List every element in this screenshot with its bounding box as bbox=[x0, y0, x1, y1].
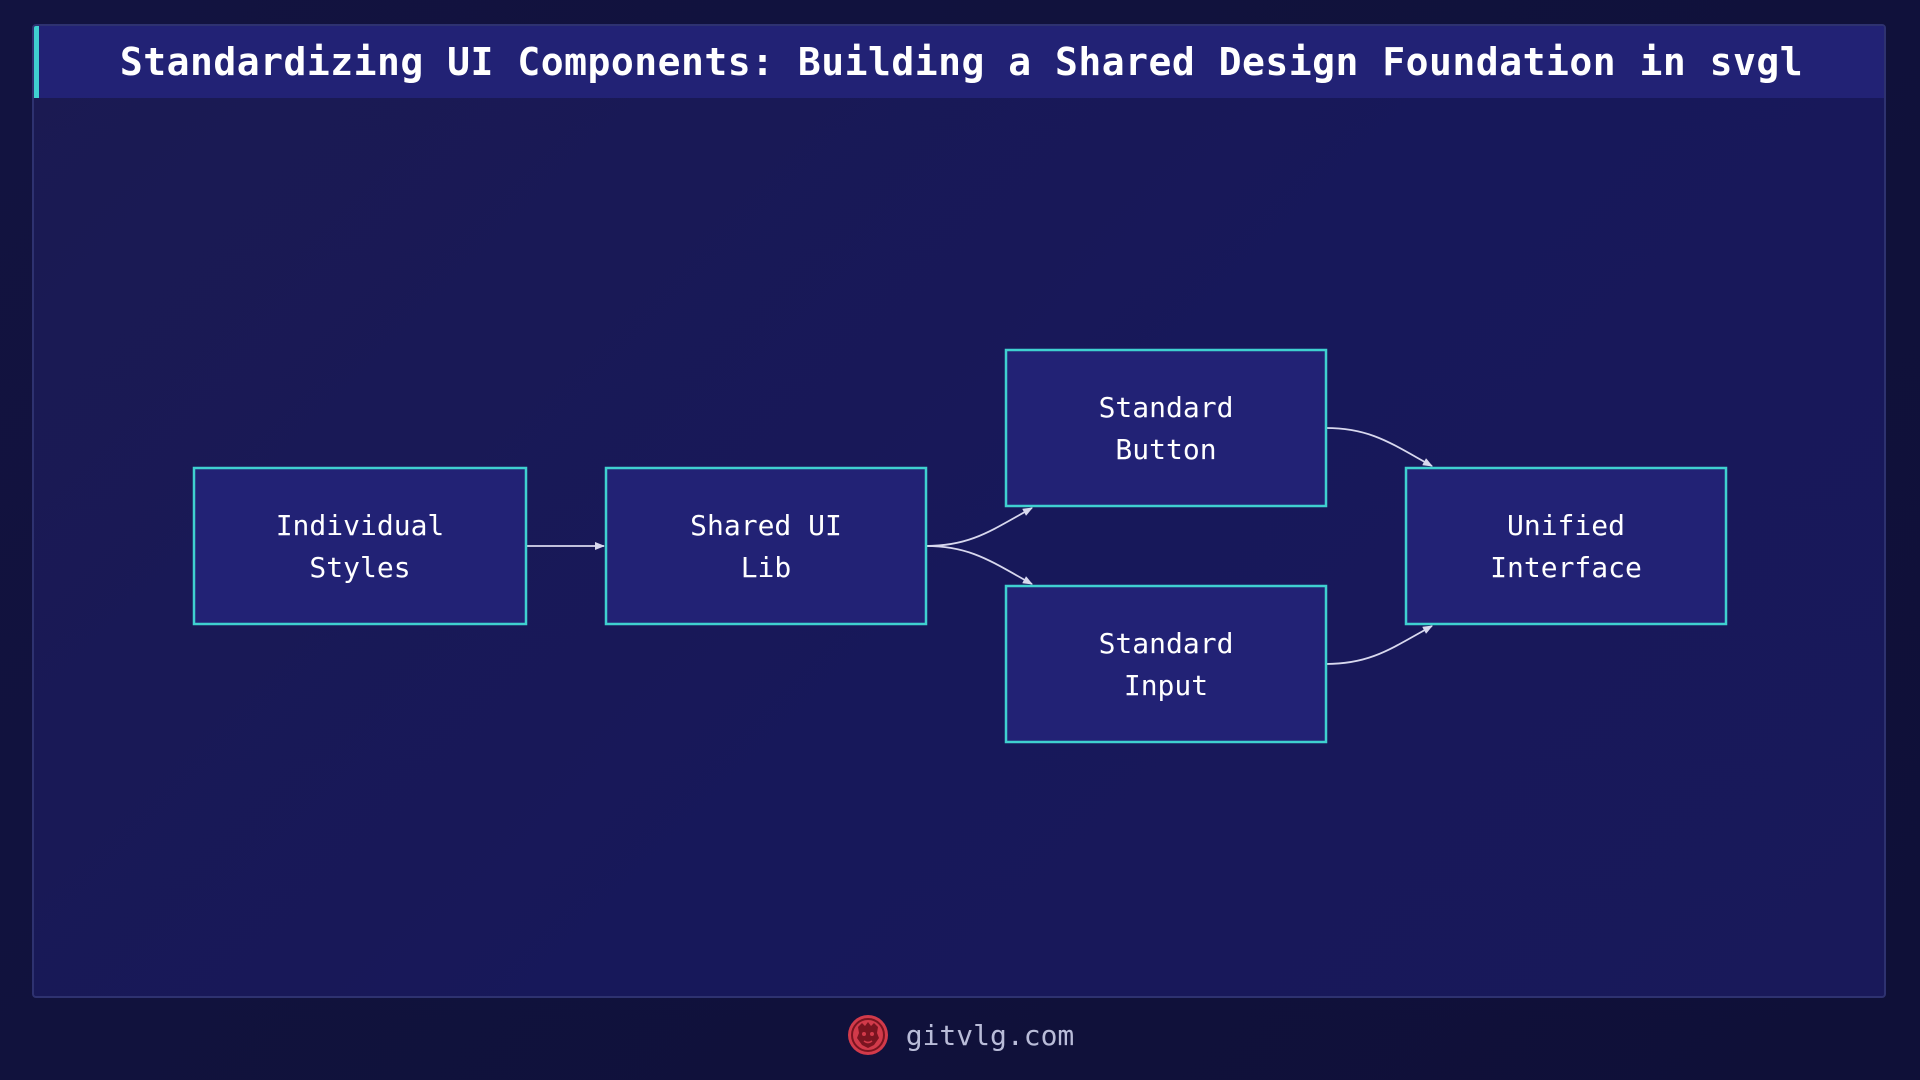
node-box bbox=[192, 466, 528, 626]
node-label: Standard bbox=[1099, 391, 1234, 424]
node-label: Input bbox=[1124, 669, 1208, 702]
node-label: Button bbox=[1115, 433, 1216, 466]
lion-head-icon bbox=[847, 1015, 888, 1055]
node-label: Lib bbox=[741, 551, 792, 584]
edge-standard-input-to-unified-interface bbox=[1325, 625, 1433, 665]
node-box bbox=[1404, 466, 1728, 626]
node-label: Shared UI bbox=[690, 509, 842, 542]
node-box bbox=[1004, 584, 1328, 744]
edge-shared-ui-lib-to-standard-button bbox=[925, 507, 1033, 547]
node-label: Styles bbox=[309, 551, 410, 584]
node-label: Unified bbox=[1507, 509, 1625, 542]
edge-shared-ui-lib-to-standard-input bbox=[925, 545, 1033, 585]
node-label: Interface bbox=[1490, 551, 1642, 584]
node-shared-ui-lib: Shared UI Lib bbox=[604, 466, 928, 626]
node-box bbox=[1004, 348, 1328, 508]
node-label: Individual bbox=[276, 509, 445, 542]
page-title: Standardizing UI Components: Building a … bbox=[119, 40, 1804, 84]
footer: gitvlg.com bbox=[0, 1010, 1920, 1060]
node-box bbox=[604, 466, 928, 626]
footer-site-link[interactable]: gitvlg.com bbox=[905, 1018, 1075, 1052]
title-bar: Standardizing UI Components: Building a … bbox=[34, 26, 1884, 98]
edge-standard-button-to-unified-interface bbox=[1325, 427, 1433, 467]
node-label: Standard bbox=[1099, 627, 1234, 660]
edges-layer bbox=[526, 427, 1433, 665]
